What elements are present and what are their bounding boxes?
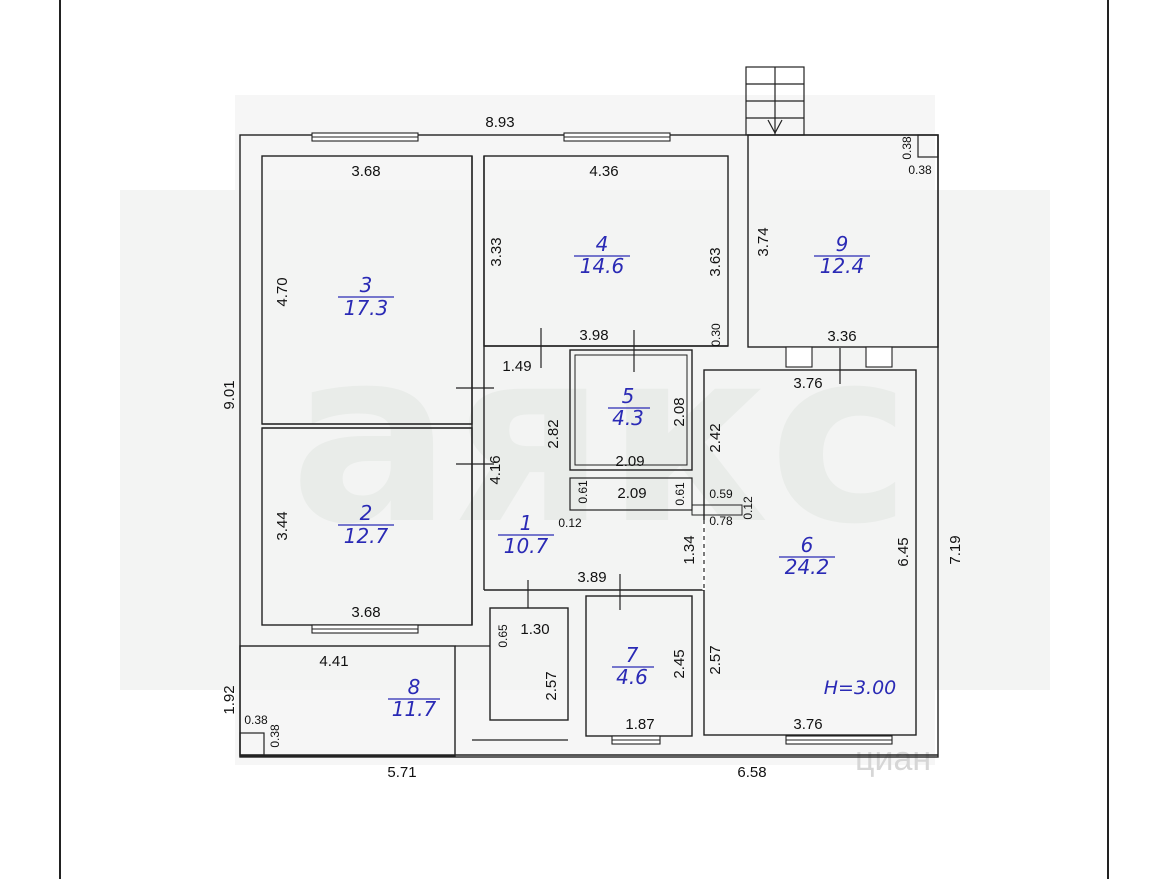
room-1-number: 1	[520, 511, 533, 535]
dim-r7-bottom: 1.87	[625, 716, 654, 733]
dim-r7-right: 2.45	[671, 649, 688, 678]
watermark-brand: аякс	[290, 297, 911, 577]
dim-bottom-left: 5.71	[387, 764, 416, 781]
door-ticks	[456, 328, 841, 610]
dim-wc-left: 0.65	[496, 624, 510, 648]
dim-r6-sub3: 0.12	[741, 496, 755, 520]
dim-r1-b: 2.82	[545, 419, 562, 448]
dim-r4-top: 4.36	[589, 163, 618, 180]
dim-wc-right: 2.57	[543, 671, 560, 700]
room-8-outline	[239, 645, 456, 757]
closet-small	[691, 504, 743, 516]
room-7-area: 4.6	[616, 665, 648, 689]
watermark-band	[120, 190, 1050, 690]
room-5-number: 5	[622, 384, 635, 408]
dim-r9-niche-h: 0.38	[908, 163, 932, 177]
room-7-number: 7	[626, 643, 639, 667]
dim-r3-left: 4.70	[274, 277, 291, 306]
dim-r7-left: 2.57	[707, 645, 724, 674]
dim-right-overall: 7.19	[947, 535, 964, 564]
dim-r9-niche-v: 0.38	[900, 136, 914, 160]
dim-left-overall: 9.01	[221, 380, 238, 409]
room-5-inner	[574, 354, 688, 466]
dim-r3-top: 3.68	[351, 163, 380, 180]
dim-c-left: 0.61	[576, 480, 590, 504]
dim-c-right: 0.61	[673, 482, 687, 506]
dim-r4-bottom: 3.98	[579, 327, 608, 344]
dim-r6-sub2: 0.78	[709, 514, 733, 528]
room-4-number: 4	[596, 232, 609, 256]
room-3-number: 3	[360, 273, 373, 297]
room-9-niche	[917, 134, 939, 158]
dim-r1-c: 4.16	[487, 455, 504, 484]
dim-r4-right: 3.63	[707, 247, 724, 276]
dim-r4-gap: 0.30	[709, 323, 723, 347]
dim-r9-bottom: 3.36	[827, 328, 856, 345]
room-9-area: 12.4	[820, 254, 865, 278]
staircase	[745, 66, 805, 136]
dim-wc-top: 1.30	[520, 621, 549, 638]
room-9-number: 9	[836, 232, 849, 256]
dim-r6-sub: 0.59	[709, 487, 733, 501]
wc-outline	[489, 607, 569, 721]
dim-r1-a: 1.49	[502, 358, 531, 375]
dim-r8-top: 4.41	[319, 653, 348, 670]
room-5-outline	[569, 349, 693, 471]
watermark-secondary: циан	[855, 740, 931, 778]
dim-r2-bottom: 3.68	[351, 604, 380, 621]
room-1-walls	[471, 156, 728, 625]
dim-r6-bottom: 3.76	[793, 716, 822, 733]
room-8-niche	[239, 732, 265, 756]
dim-r5-right: 2.08	[671, 397, 688, 426]
room-9-outline	[747, 134, 939, 348]
dim-r5-bottom: 2.09	[615, 453, 644, 470]
room-2-area: 12.7	[344, 524, 389, 548]
room-2-number: 2	[360, 501, 373, 525]
room-4-area: 14.6	[580, 254, 625, 278]
dim-r6-left: 2.42	[707, 423, 724, 452]
dim-r2-left: 3.44	[274, 511, 291, 540]
room-1-area: 10.7	[504, 534, 549, 558]
room-6-number: 6	[801, 533, 814, 557]
dim-r8-niche-v: 0.38	[268, 724, 282, 748]
room-3-area: 17.3	[344, 296, 389, 320]
dim-r1-bottom: 3.89	[577, 569, 606, 586]
dim-r4-left: 3.33	[488, 237, 505, 266]
room-8-number: 8	[408, 675, 421, 699]
windows	[311, 132, 893, 745]
room-8-area: 11.7	[392, 697, 437, 721]
dim-r8-niche-h: 0.38	[244, 713, 268, 727]
dim-r1-e: 0.12	[558, 516, 582, 530]
dim-r1-d: 1.34	[681, 535, 698, 564]
dim-r9-left: 3.74	[755, 227, 772, 256]
dim-left-bottom-block: 1.92	[221, 685, 238, 714]
closet-outline	[569, 477, 693, 511]
room-5-area: 4.3	[612, 406, 644, 430]
dim-top-overall: 8.93	[485, 114, 514, 131]
ceiling-height: H=3.00	[824, 677, 897, 699]
dim-bottom-right: 6.58	[737, 764, 766, 781]
room-6-area: 24.2	[785, 555, 830, 579]
dim-r6-right: 6.45	[895, 537, 912, 566]
dim-r6-top: 3.76	[793, 375, 822, 392]
dim-c-top: 2.09	[617, 485, 646, 502]
